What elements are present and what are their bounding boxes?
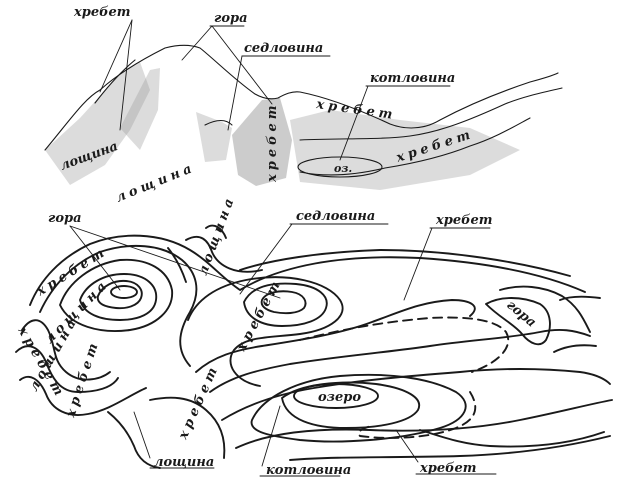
- saddle-line: [204, 119, 233, 126]
- leader-ridge-1: [99, 19, 133, 93]
- map-label-right-hill: гора: [503, 298, 538, 331]
- contour-peak-2: [79, 273, 158, 321]
- contour-ridge-center-2: [209, 328, 591, 393]
- label-ravine-mid: лощина: [114, 160, 198, 205]
- map-leader-peak-1: [69, 225, 121, 291]
- label-basin-sketch: котловина: [370, 71, 455, 86]
- contour-lower-1: [235, 399, 613, 449]
- label-saddle-sketch: седловина: [244, 41, 323, 56]
- contour-top-1: [185, 235, 263, 273]
- right-hill-outer: [485, 297, 551, 346]
- contour-outer: [29, 234, 586, 306]
- inner-ridge: [94, 59, 136, 104]
- right-fold: [553, 344, 597, 353]
- basin-rim: [299, 117, 531, 176]
- leader-saddle: [227, 55, 243, 131]
- dashed-contour-lower: [357, 391, 477, 439]
- contour-top-3: [205, 224, 227, 239]
- map-label-ravine-bottom: лощина: [154, 455, 214, 470]
- ridge-slope-shading: [232, 98, 292, 186]
- landscape-sketch: хребет гора седловина котловина оз. хреб…: [44, 5, 563, 206]
- map-leader-ravine-bottom: [133, 411, 151, 459]
- contour-left-spur-2: [15, 345, 119, 393]
- contour-left-spur-3: [19, 375, 147, 416]
- map-leader-peak-2: [69, 225, 281, 299]
- map-label-ravine-top: лощина: [196, 193, 239, 277]
- leader-peak-to-ridge: [211, 25, 273, 105]
- contour-peak-top: [110, 285, 138, 299]
- contour-basin-outer: [250, 373, 467, 443]
- contour-saddle-mid: [243, 282, 328, 327]
- contour-left-spur-1: [21, 319, 111, 381]
- contour-peak-3: [59, 258, 173, 332]
- lower-ridge: [299, 87, 563, 141]
- contour-saddle-inner: [260, 290, 307, 315]
- contour-peak-1: [96, 279, 143, 310]
- leader-ridge-2: [119, 19, 133, 131]
- ravine-shading: [120, 68, 160, 150]
- contour-top-4: [167, 247, 187, 283]
- map-label-ridge-top: хребет: [435, 213, 493, 228]
- leader-peak: [181, 25, 213, 61]
- map-leader-basin: [261, 405, 281, 467]
- map-leader-saddle: [239, 223, 293, 295]
- ridge-skyline: [44, 44, 559, 151]
- contour-left-spur-5: [149, 396, 226, 459]
- map-label-lake: озеро: [318, 390, 361, 405]
- contour-lower-3: [419, 429, 605, 448]
- lake-map: [293, 383, 379, 409]
- contour-ridge-center-3: [221, 368, 611, 421]
- right-fold-2: [559, 295, 601, 301]
- saddle-shading: [196, 112, 232, 162]
- contour-outer-2: [39, 244, 198, 367]
- contour-left-spur-4: [107, 411, 161, 469]
- lake-sketch: [297, 156, 383, 178]
- contour-map: гора седловина хребет лощина хребет лощи…: [14, 193, 613, 478]
- map-leader-ridge-bottom: [395, 429, 419, 463]
- basin-shading: [290, 110, 520, 190]
- contour-top-2: [239, 249, 571, 277]
- map-label-saddle: седловина: [296, 209, 375, 224]
- label-lake-sketch: оз.: [334, 162, 352, 175]
- contour-ridge-center-1: [195, 299, 476, 373]
- dashed-contour-upper: [299, 316, 510, 373]
- map-leader-ridge: [403, 227, 433, 301]
- right-hill-ridge: [499, 285, 591, 333]
- contour-basin-inner: [281, 381, 421, 429]
- map-label-ridge-center2: хребет: [176, 362, 223, 443]
- leader-basin: [339, 85, 369, 161]
- label-ridge-sketch: хребет: [73, 5, 131, 20]
- map-label-basin-bottom: котловина: [266, 463, 351, 478]
- contour-lower-2: [289, 435, 611, 461]
- map-label-peak: гора: [48, 211, 82, 226]
- label-peak-sketch: гора: [214, 11, 248, 26]
- label-ridge-vertical: хребет: [265, 101, 280, 183]
- contour-saddle-outer: [187, 276, 344, 387]
- map-label-ridge-bottom: хребет: [419, 461, 477, 476]
